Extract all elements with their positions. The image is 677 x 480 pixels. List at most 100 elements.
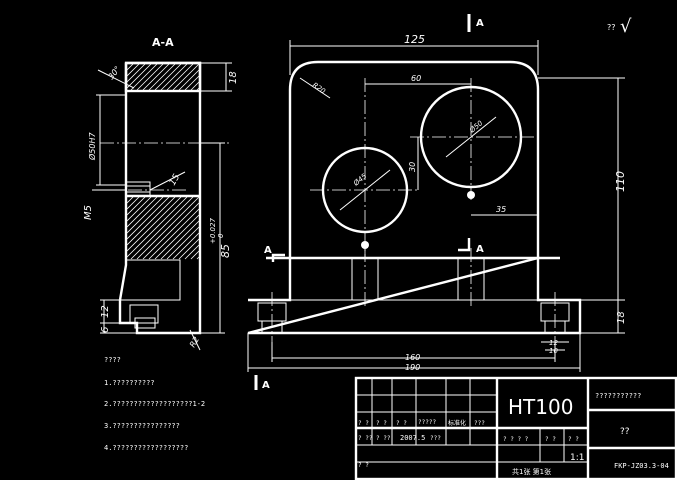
hatch-line (130, 196, 194, 260)
technical-notes: ???? 1.?????????? 2.???????????????????1… (104, 356, 205, 452)
section-mark-right: A (476, 244, 484, 255)
hatch-line (126, 63, 146, 83)
dim-foot-12: 12 (549, 339, 558, 347)
dim-height-110: 110 (614, 171, 627, 192)
hatch-line (130, 63, 158, 91)
drawing-number: FKP-JZ03.3-04 (614, 462, 669, 470)
svg-text:? ?: ? ? (396, 420, 407, 427)
dim-base-18: 18 (616, 311, 627, 324)
roughness-check: √ (620, 16, 632, 37)
dim-side-height-tol: +0.027 (209, 218, 217, 244)
svg-text:? ??: ? ?? (358, 435, 373, 442)
dim-side-bottom-12: 12 (100, 305, 111, 318)
hatch-line (184, 244, 200, 260)
hatch-line (126, 63, 152, 89)
dim-side-r2: R2 (188, 335, 201, 349)
body-outline (288, 60, 540, 258)
hatch-line (178, 69, 200, 91)
hatch-line (154, 63, 182, 91)
hatch-line (178, 238, 200, 260)
dim-hole-spacing: 60 (411, 74, 421, 83)
hatch-line (184, 75, 200, 91)
svg-text:? ?: ? ? (358, 420, 369, 427)
hatch-line (160, 63, 188, 91)
svg-text:? ?: ? ? (358, 462, 369, 469)
dim-side-angle: 30° (106, 65, 122, 82)
svg-text:? ?: ? ? (376, 420, 387, 427)
hatch-line (172, 63, 200, 91)
hatch-line (126, 196, 182, 252)
svg-text:?????: ????? (418, 419, 436, 426)
company: ?? (620, 427, 630, 437)
dim-small-hole: Ø45 (351, 172, 368, 188)
svg-text:? ?: ? ? (568, 436, 579, 443)
hatch-line (136, 196, 200, 260)
dim-overall-width: 125 (404, 33, 425, 46)
note-1: 1.?????????? (104, 379, 155, 387)
note-2: 2.???????????????????1-2 (104, 400, 205, 408)
svg-text:???: ??? (474, 420, 485, 427)
title-top-right: ??????????? (595, 392, 641, 400)
note-4: 4.?????????????????? (104, 444, 188, 452)
svg-text:? ? ? ?: ? ? ? ? (503, 436, 529, 443)
section-outline (118, 61, 202, 335)
notes-heading: ???? (104, 356, 121, 364)
dim-corner-radius: R20 (311, 81, 327, 96)
title-block: HT100 ??????????? ?? FKP-JZ03.3-04 1:1 共… (354, 376, 677, 480)
hatch-line (126, 196, 170, 240)
hatch-line (142, 202, 200, 260)
hatch-line (126, 196, 140, 210)
svg-text:标准化: 标准化 (448, 419, 466, 427)
hatch-line (126, 196, 134, 204)
section-mark-top: A (476, 18, 484, 29)
hatch-line (196, 256, 200, 260)
svg-text:? ??: ? ?? (376, 435, 391, 442)
hatch-line (154, 214, 200, 260)
section-mark-left: A (264, 245, 272, 256)
hatch-bottom (126, 196, 200, 260)
base-plate (247, 256, 582, 335)
hatch-line (126, 196, 158, 228)
svg-text:? ?: ? ? (545, 436, 556, 443)
hatch-line (172, 232, 200, 260)
foot-bolt-head (134, 317, 156, 329)
hatch-line (166, 226, 200, 260)
hatch-line (196, 87, 200, 91)
section-title: A-A (152, 36, 174, 49)
roughness-label: ?? (607, 23, 616, 32)
hatch-line (126, 63, 134, 71)
sheet: 共1张 第1张 (512, 467, 551, 476)
hatch-line (190, 81, 200, 91)
dim-side-thread: M5 (83, 205, 94, 220)
dim-vert-30: 30 (408, 162, 417, 172)
hatch-line (136, 63, 164, 91)
dim-base-190: 190 (405, 363, 420, 372)
hatch-line (160, 220, 200, 260)
hatch-line (126, 196, 152, 222)
dim-side-top: 18 (228, 71, 239, 84)
dim-side-height-tol0: 0 (217, 233, 225, 238)
dim-side-height: 85 (219, 244, 232, 258)
date: 2007.5 (400, 434, 425, 442)
dim-side-bottom-6: 6 (100, 327, 111, 333)
hatch-line (190, 250, 200, 260)
hatch-line (166, 63, 194, 91)
hatch-line (148, 208, 200, 260)
dim-base-160: 160 (405, 353, 420, 362)
dim-side-bore: Ø50H7 (87, 132, 97, 161)
hatch-line (126, 196, 176, 246)
hatch-line (126, 63, 140, 77)
front-view: A Ø45 Ø50 R20 (247, 14, 627, 391)
section-view: A-A 18 30° Ø50H7 M5 (83, 36, 239, 351)
hatch-line (126, 196, 164, 234)
material: HT100 (508, 395, 573, 419)
note-3: 3.???????????????? (104, 422, 180, 430)
svg-text:???: ??? (430, 435, 441, 442)
dim-foot-10: 10 (549, 347, 558, 355)
hatch-top (126, 63, 200, 91)
dim-horiz-35: 35 (496, 205, 506, 214)
scale: 1:1 (570, 453, 584, 463)
top-block (124, 61, 202, 93)
hatch-line (126, 196, 188, 258)
